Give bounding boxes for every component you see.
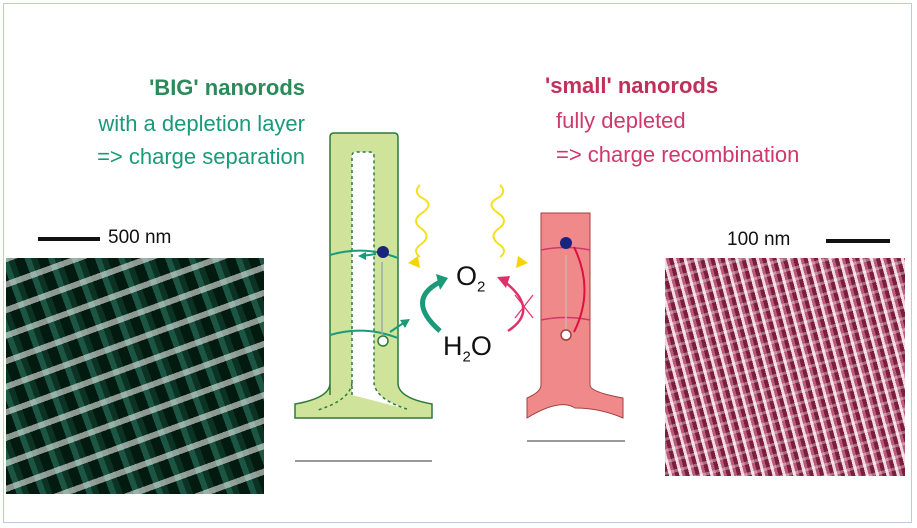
h2o-label: H2O [443, 332, 492, 371]
big-nanorods-title: 'BIG' nanorods [149, 75, 305, 100]
h2o-h: H [443, 331, 463, 361]
sem-image-small-nanorods [665, 258, 905, 476]
green-nanorod [294, 132, 433, 419]
h2o-subscript: 2 [462, 348, 471, 366]
scale-label-right: 100 nm [727, 229, 791, 250]
green-oxidation-arrow [420, 279, 442, 333]
figure-border [3, 3, 912, 523]
big-nanorods-line2: => charge separation [97, 144, 305, 169]
sem-image-big-nanorods [6, 258, 264, 494]
big-nanorods-line1: with a depletion layer [98, 111, 305, 136]
red-blocked-arrow [504, 281, 525, 333]
o2-symbol: O [456, 261, 478, 291]
blocked-cross-icon [514, 294, 534, 319]
o2-subscript: 2 [477, 278, 486, 296]
h2o-o: O [470, 331, 492, 361]
small-nanorods-title: 'small' nanorods [545, 73, 719, 98]
scale-bar-right [826, 239, 890, 243]
small-nanorods-line2: => charge recombination [556, 142, 800, 167]
o2-label: O2 [456, 262, 485, 301]
scale-bar-left [38, 237, 100, 241]
small-nanorods-line1: fully depleted [556, 108, 686, 133]
scale-label-left: 500 nm [108, 227, 172, 248]
red-nanorod [526, 212, 624, 419]
light-wave-left-icon [415, 184, 430, 258]
light-wave-right-icon [490, 184, 505, 258]
